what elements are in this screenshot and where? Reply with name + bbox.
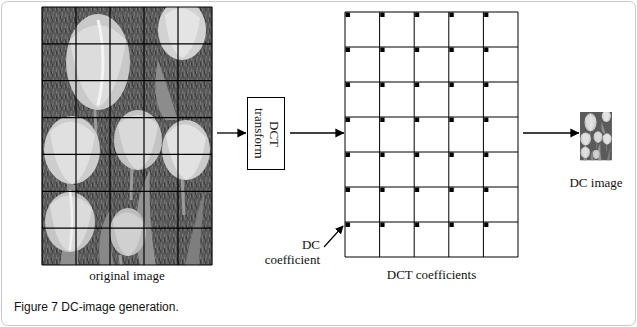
- flow-arrow: [523, 132, 579, 133]
- original-photo: [42, 0, 212, 265]
- process-label: DCT transform: [251, 101, 281, 166]
- dc-coefficient-marks: [345, 12, 518, 257]
- flow-arrow: [217, 132, 246, 133]
- coefficient-panel: DCT coefficients: [345, 12, 518, 257]
- process-box: DCT transform: [247, 97, 285, 170]
- callout-label: DC coefficient: [256, 238, 320, 268]
- output-image: DC image: [580, 112, 612, 161]
- figure-caption: Figure 7 DC-image generation.: [14, 300, 179, 314]
- panel-caption: DCT coefficients: [387, 268, 476, 283]
- flow-arrow: [290, 132, 344, 133]
- coefficient-grid: [345, 12, 518, 257]
- block-grid: [42, 7, 212, 265]
- panel-caption: DC image: [569, 176, 622, 191]
- panel-caption: original image: [89, 269, 164, 284]
- image-panel: original image: [42, 7, 212, 265]
- leader-arrow: [324, 226, 343, 247]
- dc-image-thumbnail: [580, 111, 612, 161]
